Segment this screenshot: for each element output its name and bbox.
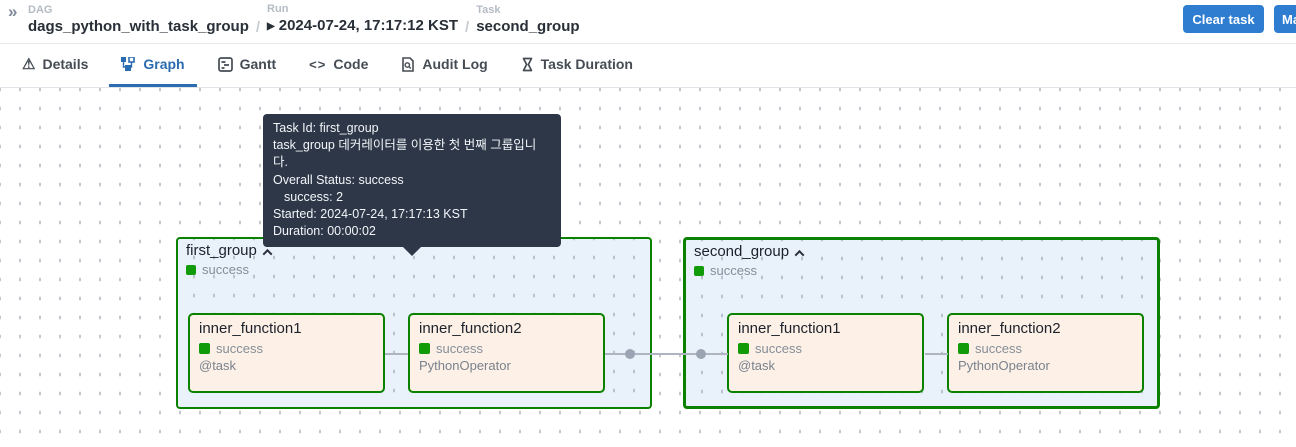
tooltip-duration: Duration: 00:00:02 (273, 224, 376, 239)
group-join-node[interactable] (625, 349, 635, 359)
tab-task-duration[interactable]: Task Duration (509, 44, 645, 87)
breadcrumb-task-label: Task (476, 4, 501, 16)
tab-audit-log-label: Audit Log (422, 56, 488, 72)
success-status-square (738, 343, 749, 354)
task-group-second[interactable]: second_group success inner_function1 suc… (683, 237, 1160, 409)
group-status-label: success (202, 262, 249, 277)
tab-graph[interactable]: Graph (109, 44, 197, 87)
task-operator-label: PythonOperator (958, 358, 1050, 373)
task-name: inner_function2 (419, 320, 522, 337)
success-status-square (694, 265, 704, 276)
task-node-inner-function2[interactable]: inner_function2 success PythonOperator (408, 313, 605, 393)
success-status-square (199, 343, 210, 354)
task-operator-label: PythonOperator (419, 358, 511, 373)
breadcrumb-dag[interactable]: DAG dags_python_with_task_group (28, 4, 249, 37)
breadcrumb-run[interactable]: Run ▶2024-07-24, 17:17:12 KST (267, 3, 458, 37)
breadcrumb-dag-label: DAG (28, 4, 53, 16)
header-bar: » DAG dags_python_with_task_group / Run … (0, 0, 1296, 44)
tooltip-task-id: Task Id: first_group (273, 121, 379, 135)
tab-gantt[interactable]: Gantt (206, 44, 289, 87)
tab-task-duration-label: Task Duration (540, 56, 633, 72)
task-node-inner-function1[interactable]: inner_function1 success @task (188, 313, 385, 393)
breadcrumb-run-label: Run (267, 3, 289, 15)
breadcrumb-run-value[interactable]: ▶2024-07-24, 17:17:12 KST (267, 16, 458, 37)
tab-details-label: Details (42, 56, 89, 72)
tab-gantt-label: Gantt (239, 56, 277, 72)
breadcrumb-run-text: 2024-07-24, 17:17:12 KST (278, 17, 459, 34)
task-status-label: success (755, 341, 802, 356)
tab-audit-log[interactable]: Audit Log (389, 44, 499, 87)
clear-task-button[interactable]: Clear task (1183, 5, 1264, 33)
breadcrumb-dag-value[interactable]: dags_python_with_task_group (28, 18, 249, 35)
breadcrumb-separator: / (465, 19, 470, 36)
tab-code[interactable]: <> Code (297, 44, 380, 87)
tab-code-label: Code (333, 56, 369, 72)
group-header: second_group success (686, 240, 1157, 278)
edge-inner1-inner2-second (925, 353, 948, 355)
tooltip-arrow (402, 246, 422, 257)
breadcrumb-task-value[interactable]: second_group (476, 18, 580, 35)
collapse-sidebar-icon[interactable]: » (8, 2, 18, 21)
task-status-label: success (436, 341, 483, 356)
audit-log-icon (401, 56, 415, 72)
group-name[interactable]: first_group (186, 242, 257, 259)
breadcrumb-separator: / (255, 19, 261, 36)
task-operator-label: @task (738, 358, 776, 373)
breadcrumb: DAG dags_python_with_task_group / Run ▶2… (28, 3, 580, 37)
tooltip-description: task_group 데커레이터를 이용한 첫 번째 그룹입니다. (273, 138, 537, 170)
tab-bar: ⚠ Details Graph Gantt <> Code (0, 44, 1296, 88)
tooltip-overall-status: Overall Status: success (273, 172, 404, 187)
task-group-tooltip: Task Id: first_group task_group 데커레이터를 이… (263, 114, 561, 257)
task-operator-label: @task (199, 358, 237, 373)
chevron-up-icon[interactable] (794, 249, 805, 260)
breadcrumb-task[interactable]: Task second_group (476, 4, 579, 37)
tooltip-success-count: success: 2 (284, 189, 344, 204)
group-name[interactable]: second_group (694, 243, 790, 260)
task-status-label: success (216, 341, 263, 356)
group-status-label: success (710, 263, 757, 278)
tab-graph-label: Graph (143, 56, 185, 72)
hourglass-icon (521, 57, 534, 72)
task-name: inner_function1 (738, 320, 841, 337)
tooltip-started: Started: 2024-07-24, 17:17:13 KST (273, 207, 468, 222)
success-status-square (419, 343, 430, 354)
task-name: inner_function1 (199, 320, 302, 337)
graph-icon (121, 57, 136, 71)
task-node-inner-function2[interactable]: inner_function2 success PythonOperator (947, 313, 1144, 393)
tab-details[interactable]: ⚠ Details (10, 44, 100, 87)
task-name: inner_function2 (958, 320, 1061, 337)
task-node-inner-function1[interactable]: inner_function1 success @task (727, 313, 924, 393)
group-header: first_group success (178, 239, 650, 277)
warning-triangle-icon: ⚠ (22, 56, 36, 73)
task-group-first[interactable]: first_group success inner_function1 succ… (176, 237, 652, 409)
play-icon: ▶ (267, 21, 275, 32)
code-icon: <> (309, 56, 327, 72)
chevron-up-icon[interactable] (262, 248, 273, 259)
mark-state-button[interactable]: Ma (1274, 5, 1296, 33)
group-join-node[interactable] (696, 349, 706, 359)
graph-canvas[interactable]: Task Id: first_group task_group 데커레이터를 이… (0, 88, 1296, 446)
success-status-square (958, 343, 969, 354)
gantt-icon (217, 56, 233, 72)
edge-inner1-inner2-first (385, 353, 408, 355)
edge-first-group-to-second-group (605, 353, 728, 355)
success-status-square (186, 264, 196, 275)
task-status-label: success (975, 341, 1022, 356)
